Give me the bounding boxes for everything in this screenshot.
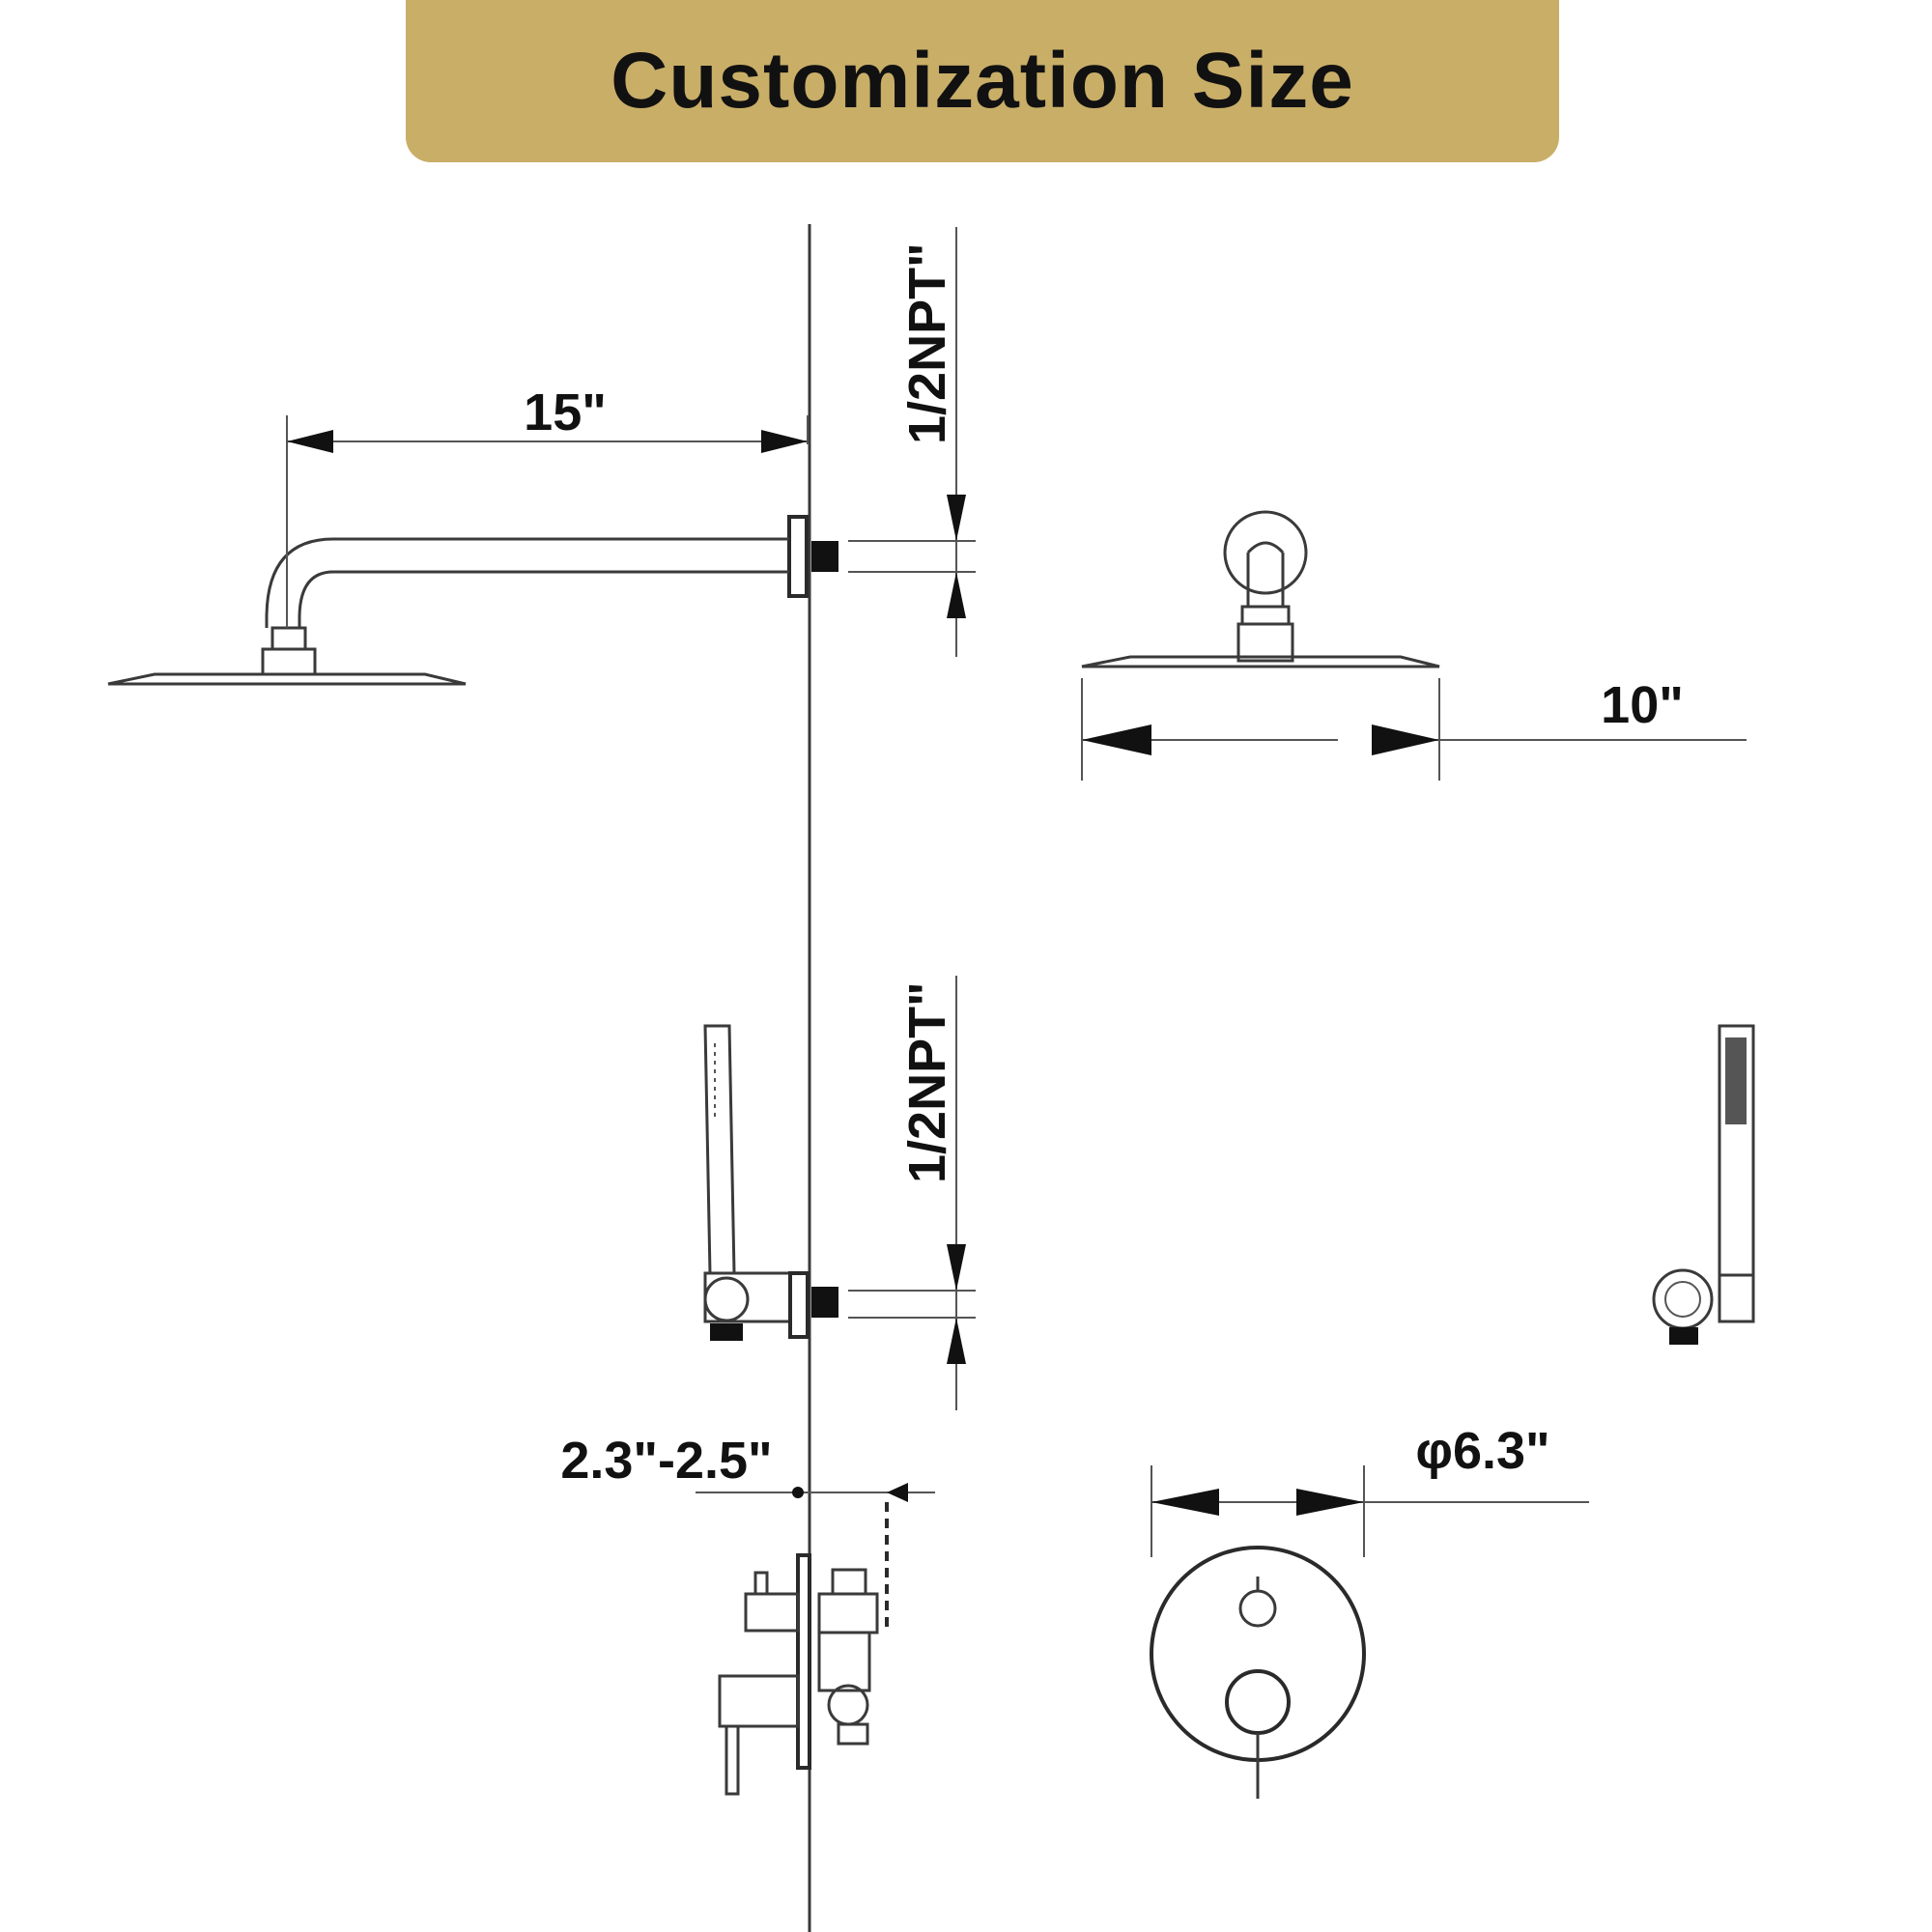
front-holder-ring [1652, 1268, 1714, 1330]
wall-flange [787, 515, 809, 598]
shower-head-side-view [107, 515, 838, 686]
arm-nut [270, 626, 307, 651]
valve-body [817, 1631, 871, 1692]
lever-body [718, 1674, 800, 1728]
front-spray-face [1725, 1037, 1747, 1124]
valve-upper-port [817, 1592, 879, 1634]
lever-handle [724, 1724, 740, 1796]
hand-thread-stub [811, 1287, 838, 1318]
lever-hub-front [1225, 1669, 1291, 1735]
top-inlet-label: 1/2NPT" [898, 242, 956, 444]
holder-joint [703, 1276, 750, 1322]
valve-depth-label: 2.3"-2.5" [560, 1432, 772, 1490]
shower-arm-bottom [298, 570, 789, 628]
diverter-front [1238, 1589, 1277, 1628]
page-title: Customization Size [611, 37, 1354, 125]
front-collar [1236, 622, 1294, 663]
plate-diameter-dimension: φ6.3" [1151, 1422, 1589, 1557]
front-arm-top [1246, 541, 1285, 554]
thread-stub [811, 541, 838, 572]
diverter-knob [744, 1592, 800, 1633]
shower-head-plate [107, 672, 467, 686]
shower-head-front-view [1081, 510, 1440, 668]
head-collar [261, 647, 317, 676]
valve-front-view [1150, 1546, 1366, 1799]
front-head-plate [1081, 655, 1440, 668]
front-nut [1240, 605, 1291, 626]
arm-length-dimension: 15" [286, 384, 809, 628]
valve-trim-plate [796, 1553, 811, 1770]
holder-outlet [710, 1323, 743, 1341]
front-holder [1718, 1273, 1755, 1323]
shower-arm-top [265, 537, 789, 628]
hand-shower-handle [703, 1024, 736, 1275]
top-inlet-dimension: 1/2NPT" [848, 227, 976, 657]
title-banner: Customization Size [406, 0, 1559, 162]
plate-diameter-label: φ6.3" [1415, 1422, 1549, 1480]
front-flange [1223, 510, 1308, 595]
hand-inlet-dimension: 1/2NPT" [848, 976, 976, 1410]
hand-shower-front-view [1652, 1024, 1755, 1345]
valve-side-view: 2.3"-2.5" [560, 1432, 935, 1796]
hand-flange [788, 1271, 810, 1339]
front-arm [1246, 553, 1285, 607]
head-diameter-dimension: 10" [1081, 676, 1747, 781]
front-holder-outlet [1669, 1327, 1698, 1345]
head-diameter-label: 10" [1601, 676, 1684, 734]
arm-length-label: 15" [524, 384, 607, 441]
hand-shower-side-view [703, 1024, 838, 1341]
hand-inlet-label: 1/2NPT" [898, 981, 956, 1183]
